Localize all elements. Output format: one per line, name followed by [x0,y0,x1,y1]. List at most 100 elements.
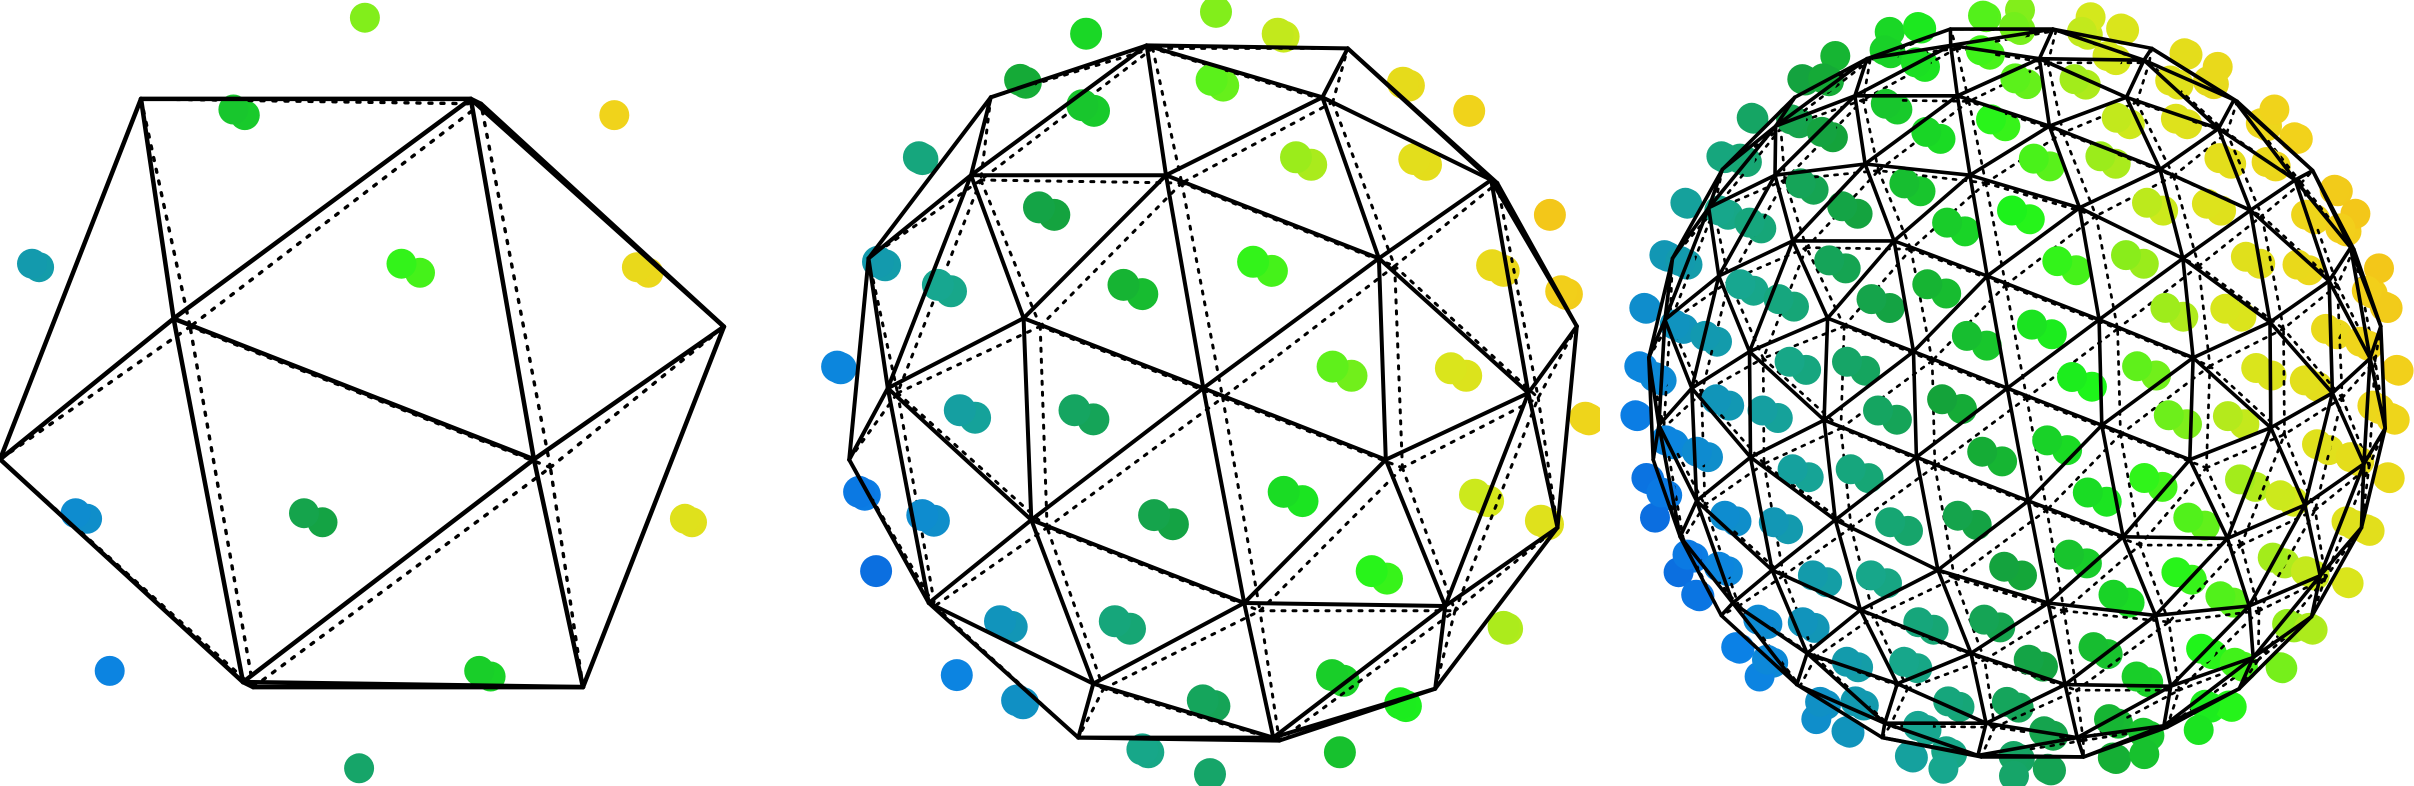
visible-edge [1895,651,1973,686]
hidden-edge [2135,61,2151,104]
face-center-marker [1942,500,1973,531]
visible-edge [2251,573,2323,660]
hidden-edge [2239,508,2317,547]
face-center-marker [2265,652,2296,683]
face-center-marker [1709,500,1740,531]
face-center-marker [17,248,47,279]
visible-edge [2077,167,2162,210]
visible-edge [1968,173,2082,210]
hidden-edge [2260,181,2303,218]
visible-edge [1076,681,1096,740]
visible-edge [1822,316,1830,422]
hidden-edge [1805,246,1913,251]
hidden-edge [979,46,1155,182]
visible-edge [2047,95,2129,128]
visible-edge [2026,499,2125,539]
hidden-edge [1700,279,1731,395]
visible-edge [1773,56,1869,128]
face-center-marker [2098,579,2129,610]
face-center-marker [2381,354,2412,385]
visible-edge [1663,206,1711,322]
face-center-marker [2000,63,2031,94]
hidden-edge [1151,46,1184,185]
hidden-edge [979,178,1184,185]
face-center-marker [2241,353,2272,383]
visible-edge [2359,461,2366,530]
face-center-marker [1997,195,2027,226]
visible-edge [2181,256,2272,325]
face-center-marker [1640,502,1670,533]
visible-edge [2037,56,2052,128]
visible-edge [1955,56,2042,98]
face-center-marker [1195,63,1228,96]
visible-edge [2168,655,2256,689]
hidden-edge [1662,391,1703,430]
face-center-marker [2155,65,2186,96]
visible-edge [1747,316,1830,354]
visible-edge [926,601,1081,740]
visible-edge [2097,317,2195,360]
face-center-marker [2205,581,2236,612]
face-center-marker [1911,116,1942,147]
visible-edge [2191,320,2272,360]
visible-edge [1795,651,1809,687]
hidden-edge [896,391,1049,530]
hidden-edge [2367,426,2387,468]
face-center-marker [1758,507,1789,538]
face-center-marker [344,753,375,784]
hidden-edge [2313,396,2344,512]
visible-edge [1690,386,1753,460]
visible-edge [1882,721,1980,758]
hidden-edge [2116,327,2122,436]
visible-edge [1773,173,1795,243]
hidden-edge [1393,264,1540,400]
visible-edge [1985,274,2101,322]
visible-edge [1555,324,1579,530]
visible-edge [1858,608,1900,686]
visible-edge [1936,499,2031,572]
face-center-marker [2150,292,2181,323]
hidden-edge [2208,364,2286,436]
visible-edge [2005,386,2104,428]
visible-edge [1833,455,1919,522]
visible-edge [2162,655,2256,728]
hidden-edge [2373,324,2383,363]
visible-edge [2081,725,2169,759]
visible-edge [2181,256,2195,360]
visible-edge [847,386,890,462]
visible-edge [0,457,246,685]
face-center-marker [1787,64,1818,95]
face-center-marker [1976,104,2006,135]
visible-edge [2268,425,2307,507]
visible-edge [2077,206,2101,322]
front-face-markers [821,17,1600,786]
visible-edge [2047,124,2082,210]
visible-edge [1791,239,1830,321]
visible-edge [1825,239,1896,321]
face-center-marker [2259,94,2290,125]
hidden-edge [188,325,255,689]
face-center-marker [2111,240,2141,271]
visible-edge [2063,613,2158,687]
hidden-edge [1814,615,1876,659]
visible-edge [866,95,993,261]
face-center-marker [2279,122,2310,153]
face-center-marker [1785,168,1816,199]
visible-edge [2232,98,2298,182]
hidden-edge [2062,609,2171,624]
face-center-marker [1398,143,1431,176]
visible-edge [2303,391,2335,507]
visible-edge [885,386,1034,522]
visible-edge [1911,349,2010,391]
visible-edge [2037,27,2055,61]
face-center-marker [1889,168,1920,199]
hidden-edge [2336,283,2344,400]
face-center-marker [218,94,249,125]
face-center-marker [1928,753,1959,784]
visible-edge [1376,178,1494,261]
hidden-edge [2172,174,2201,268]
visible-edge [1948,43,1960,98]
face-center-marker [2129,463,2160,493]
visible-edge [0,96,144,462]
face-center-marker [1569,401,1600,434]
